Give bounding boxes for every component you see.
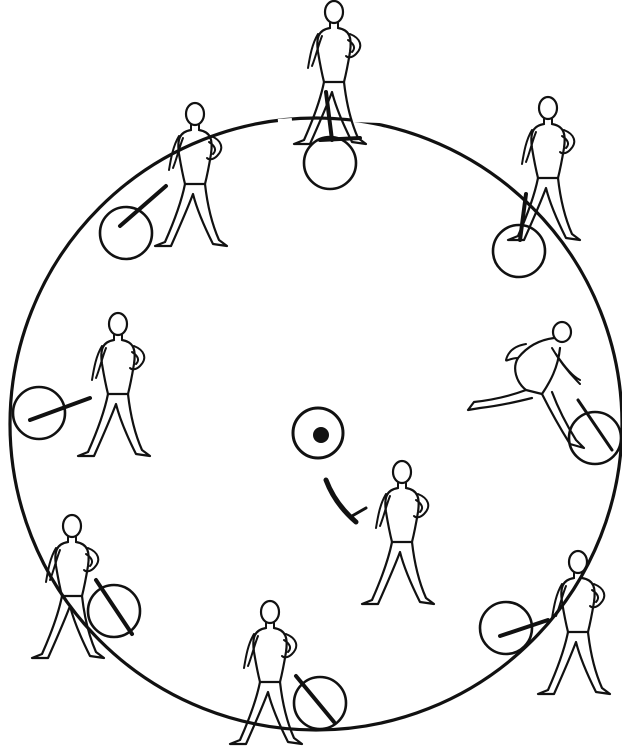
circle-gap [352,119,380,120]
figure-bottom-left [32,515,140,658]
center-marker [293,408,343,458]
figure-bottom-right [480,551,610,694]
figure-left [13,313,150,456]
circle-gap [278,121,292,122]
figure-bottom [230,601,346,744]
figure-right [468,322,621,464]
figure-top [294,1,366,189]
figure-center [326,461,434,604]
figure-top-left [100,103,227,259]
